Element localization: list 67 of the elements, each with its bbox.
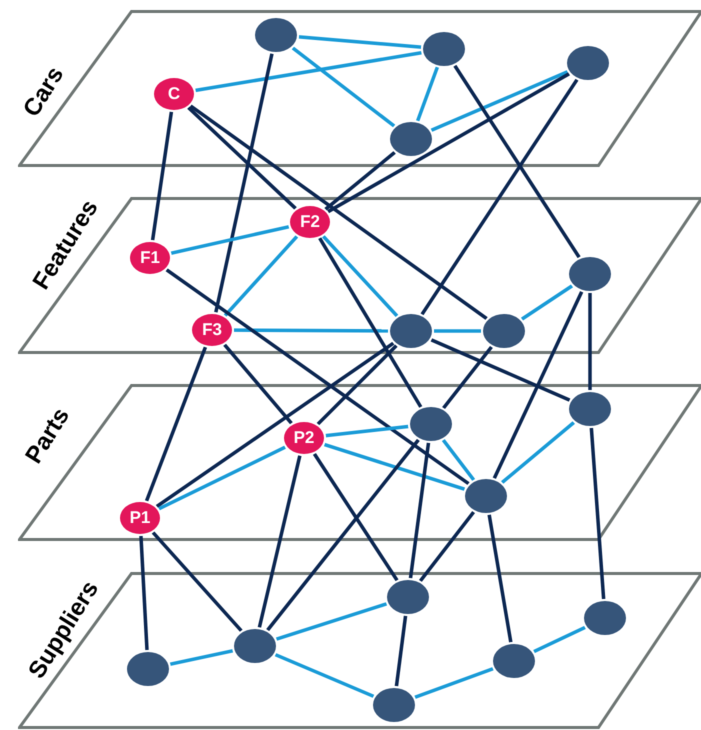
highlighted-node: F2 bbox=[288, 204, 332, 240]
network-node bbox=[567, 390, 613, 428]
connector-line bbox=[326, 424, 408, 438]
connector-line bbox=[322, 235, 398, 318]
connector-line bbox=[214, 53, 274, 313]
connector-line bbox=[324, 151, 396, 211]
connector-line bbox=[144, 346, 208, 502]
connector-line bbox=[139, 536, 149, 650]
connector-line bbox=[434, 329, 481, 333]
highlighted-node: C bbox=[152, 76, 196, 112]
connector-line bbox=[292, 46, 396, 128]
connector-line bbox=[156, 342, 394, 508]
connector-line bbox=[501, 421, 575, 484]
connector-line bbox=[187, 106, 297, 210]
connector-line bbox=[416, 66, 439, 122]
layer-plane bbox=[18, 572, 701, 729]
connector-line bbox=[170, 225, 290, 255]
connector-line bbox=[420, 78, 578, 316]
highlighted-node: P2 bbox=[282, 420, 326, 456]
connector-line bbox=[224, 235, 298, 317]
connector-line bbox=[190, 104, 488, 320]
connector-line bbox=[223, 344, 293, 424]
network-node bbox=[388, 120, 434, 158]
network-node bbox=[481, 312, 527, 350]
connector-line bbox=[588, 293, 592, 390]
connector-line bbox=[590, 428, 606, 600]
layer-plane bbox=[18, 10, 701, 167]
connector-line bbox=[170, 649, 234, 666]
network-node bbox=[388, 312, 434, 350]
connector-line bbox=[453, 64, 581, 258]
highlighted-node: F3 bbox=[190, 312, 234, 348]
network-node bbox=[253, 16, 299, 54]
layer-plane bbox=[18, 197, 701, 354]
connector-line bbox=[408, 442, 430, 578]
connector-line bbox=[492, 290, 584, 480]
connector-line bbox=[442, 439, 476, 481]
connector-line bbox=[324, 442, 466, 491]
highlighted-node: F1 bbox=[128, 240, 172, 276]
connector-line bbox=[430, 338, 570, 402]
connector-line bbox=[533, 626, 586, 654]
connector-line bbox=[442, 346, 493, 410]
connector-line bbox=[520, 284, 574, 321]
connector-line bbox=[327, 72, 570, 214]
connector-line bbox=[158, 446, 286, 510]
network-node bbox=[408, 405, 454, 443]
connector-line bbox=[418, 510, 476, 582]
connector-line bbox=[258, 455, 302, 628]
network-node bbox=[463, 477, 509, 515]
connector-line bbox=[487, 514, 513, 642]
connector-line bbox=[150, 112, 174, 240]
connector-line bbox=[312, 452, 399, 582]
network-node bbox=[567, 255, 613, 293]
layer-plane bbox=[18, 384, 701, 541]
connector-line bbox=[195, 51, 422, 92]
connector-line bbox=[430, 70, 568, 132]
connector-line bbox=[298, 35, 422, 49]
connector-line bbox=[276, 602, 388, 641]
connector-line bbox=[318, 237, 422, 408]
highlighted-node: P1 bbox=[118, 500, 162, 536]
connector-line bbox=[274, 653, 374, 698]
connector-line bbox=[316, 344, 398, 426]
connector-line bbox=[394, 616, 408, 686]
connector-line bbox=[166, 268, 470, 486]
connector-line bbox=[414, 667, 494, 699]
connector-line bbox=[234, 328, 388, 333]
connector-line bbox=[266, 438, 420, 632]
connector-line bbox=[152, 531, 243, 632]
